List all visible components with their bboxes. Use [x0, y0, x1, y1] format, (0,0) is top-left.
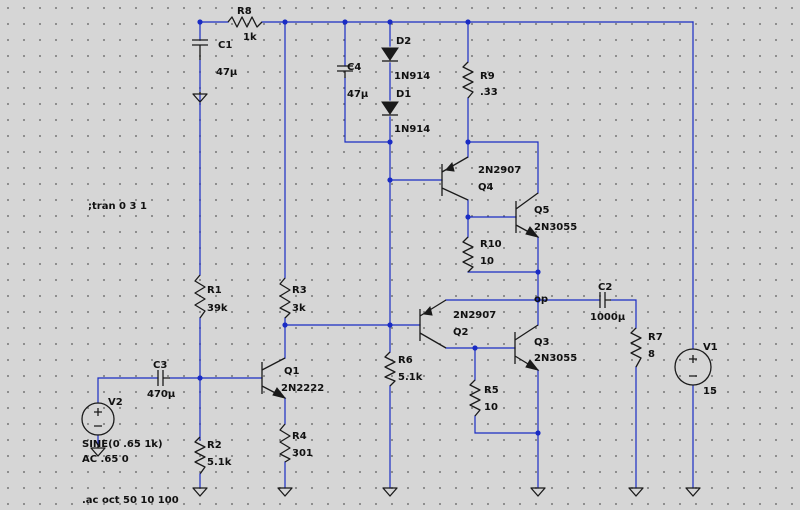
wires [97, 21, 694, 489]
capacitor-c2[interactable] [599, 292, 611, 308]
ground-icon [192, 487, 701, 497]
r3-value: 3k [292, 303, 306, 314]
q1-value: 2N2222 [281, 383, 324, 394]
tran-directive[interactable]: ;tran 0 3 1 [88, 201, 147, 212]
resistor-r7[interactable] [630, 327, 642, 368]
c3-value: 470µ [147, 389, 176, 400]
q3-value: 2N3055 [534, 353, 577, 364]
v2-name: V2 [108, 397, 123, 408]
transistor-q1[interactable] [261, 357, 287, 399]
q5-value: 2N3055 [534, 222, 577, 233]
r6-name: R6 [398, 355, 413, 366]
transistor-q2[interactable] [419, 299, 447, 349]
r10-value: 10 [480, 256, 494, 267]
q5-name: Q5 [534, 205, 550, 216]
r1-value: 39k [207, 303, 228, 314]
r3-name: R3 [292, 285, 307, 296]
resistor-r6[interactable] [384, 351, 396, 387]
r7-value: 8 [648, 349, 655, 360]
transistor-q4[interactable] [441, 156, 469, 201]
q2-name: Q2 [453, 327, 469, 338]
resistor-r4[interactable] [279, 423, 291, 463]
r5-name: R5 [484, 385, 499, 396]
diode-d1[interactable] [381, 101, 399, 116]
resistor-r1[interactable] [194, 274, 206, 319]
ground-icon [192, 92, 208, 103]
ac-directive[interactable]: .ac oct 50 10 100 [82, 495, 179, 506]
r5-value: 10 [484, 402, 498, 413]
resistor-r9[interactable] [462, 61, 474, 99]
v1-name: V1 [703, 342, 718, 353]
q4-name: Q4 [478, 182, 494, 193]
d2-value: 1N914 [394, 71, 430, 82]
q4-value: 2N2907 [478, 165, 521, 176]
resistor-r5[interactable] [469, 379, 481, 417]
c2-value: 1000µ [590, 312, 626, 323]
c4-value: 47µ [347, 89, 369, 100]
c3-name: C3 [153, 360, 167, 371]
q2-value: 2N2907 [453, 310, 496, 321]
c1-value: 47µ [216, 67, 238, 78]
capacitor-c1[interactable] [192, 39, 208, 60]
v1-value: 15 [703, 386, 717, 397]
c1-name: C1 [218, 40, 232, 51]
c2-name: C2 [598, 282, 612, 293]
voltage-source-v2[interactable] [81, 402, 115, 436]
voltage-source-v1[interactable] [674, 348, 712, 386]
resistor-r2[interactable] [194, 436, 206, 475]
r9-value: .33 [480, 87, 498, 98]
r9-name: R9 [480, 71, 495, 82]
transistor-q5[interactable] [515, 192, 540, 238]
r7-name: R7 [648, 332, 663, 343]
diode-d2[interactable] [381, 47, 399, 62]
resistor-r8[interactable] [227, 16, 263, 28]
transistor-q3[interactable] [514, 324, 540, 371]
capacitor-c4[interactable] [337, 65, 353, 78]
resistor-r10[interactable] [462, 236, 474, 273]
net-label-op: op [534, 294, 548, 305]
r1-name: R1 [207, 285, 222, 296]
q3-name: Q3 [534, 337, 550, 348]
ground-icon [90, 446, 106, 457]
r10-name: R10 [480, 239, 502, 250]
d1-name: D1 [396, 89, 411, 100]
q1-name: Q1 [284, 366, 300, 377]
capacitor-c3[interactable] [157, 370, 170, 386]
r6-value: 5.1k [398, 372, 423, 383]
v2-ac-value: AC .65 0 [82, 454, 129, 465]
d2-name: D2 [396, 36, 411, 47]
r4-value: 301 [292, 448, 313, 459]
v2-value: SINE(0 .65 1k) [82, 439, 163, 450]
r8-value: 1k [243, 32, 257, 43]
r2-name: R2 [207, 440, 222, 451]
r4-name: R4 [292, 431, 307, 442]
c4-name: C4 [347, 62, 361, 73]
r2-value: 5.1k [207, 457, 232, 468]
r8-name: R8 [237, 6, 252, 17]
d1-value: 1N914 [394, 124, 430, 135]
junctions [197, 19, 541, 436]
resistor-r3[interactable] [279, 277, 291, 319]
